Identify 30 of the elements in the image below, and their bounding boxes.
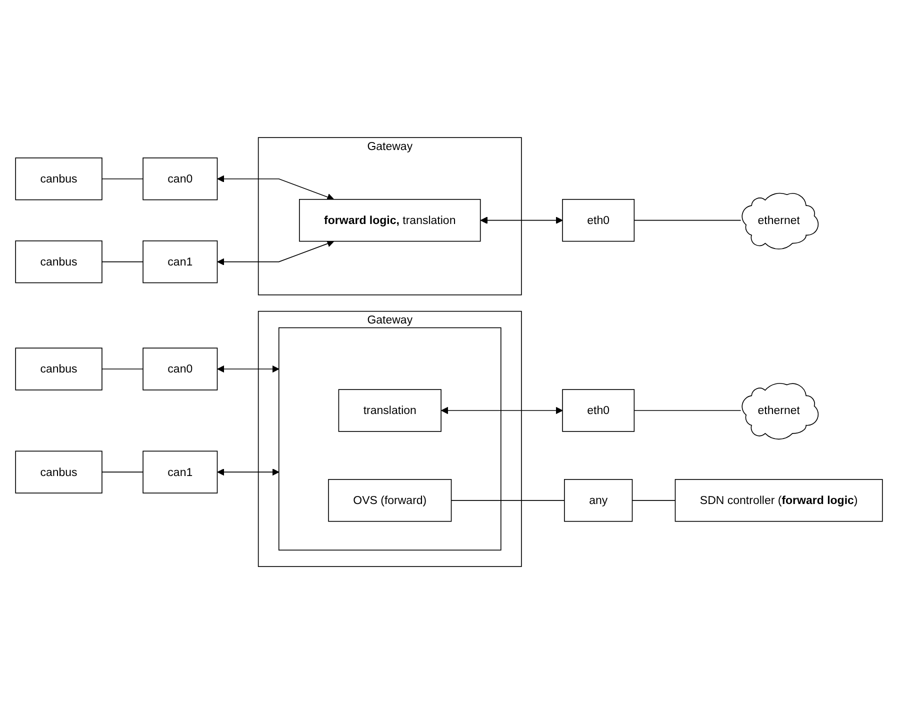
arrow bbox=[480, 217, 562, 224]
cluster bbox=[278, 328, 501, 551]
connector bbox=[631, 500, 676, 502]
node-box: canbus bbox=[14, 240, 102, 284]
node-box: forward logic, translation bbox=[298, 199, 480, 242]
node-box: canbus bbox=[14, 451, 102, 494]
connector bbox=[633, 220, 741, 222]
node-box: eth0 bbox=[562, 199, 634, 242]
node-box: eth0 bbox=[562, 390, 634, 432]
arrow bbox=[216, 176, 334, 201]
connector bbox=[101, 262, 143, 263]
connector bbox=[101, 472, 143, 473]
node-box: OVS (forward) bbox=[328, 479, 452, 522]
node-box: any bbox=[564, 479, 632, 522]
connector bbox=[101, 178, 143, 180]
connector bbox=[450, 500, 564, 502]
node-box: can0 bbox=[142, 348, 218, 391]
node-box: canbus bbox=[14, 348, 102, 391]
arrow bbox=[216, 468, 279, 476]
arrow bbox=[216, 366, 279, 374]
arrow bbox=[216, 240, 334, 266]
node-box: translation bbox=[338, 390, 441, 432]
node-box: can0 bbox=[142, 158, 218, 201]
node-box: can1 bbox=[142, 451, 218, 494]
node-box: SDN controller (forward logic) bbox=[674, 479, 882, 522]
arrow bbox=[440, 407, 562, 415]
connector bbox=[633, 410, 741, 412]
node-box: can1 bbox=[142, 240, 218, 284]
node-box: canbus bbox=[14, 158, 102, 201]
connector bbox=[101, 369, 143, 370]
